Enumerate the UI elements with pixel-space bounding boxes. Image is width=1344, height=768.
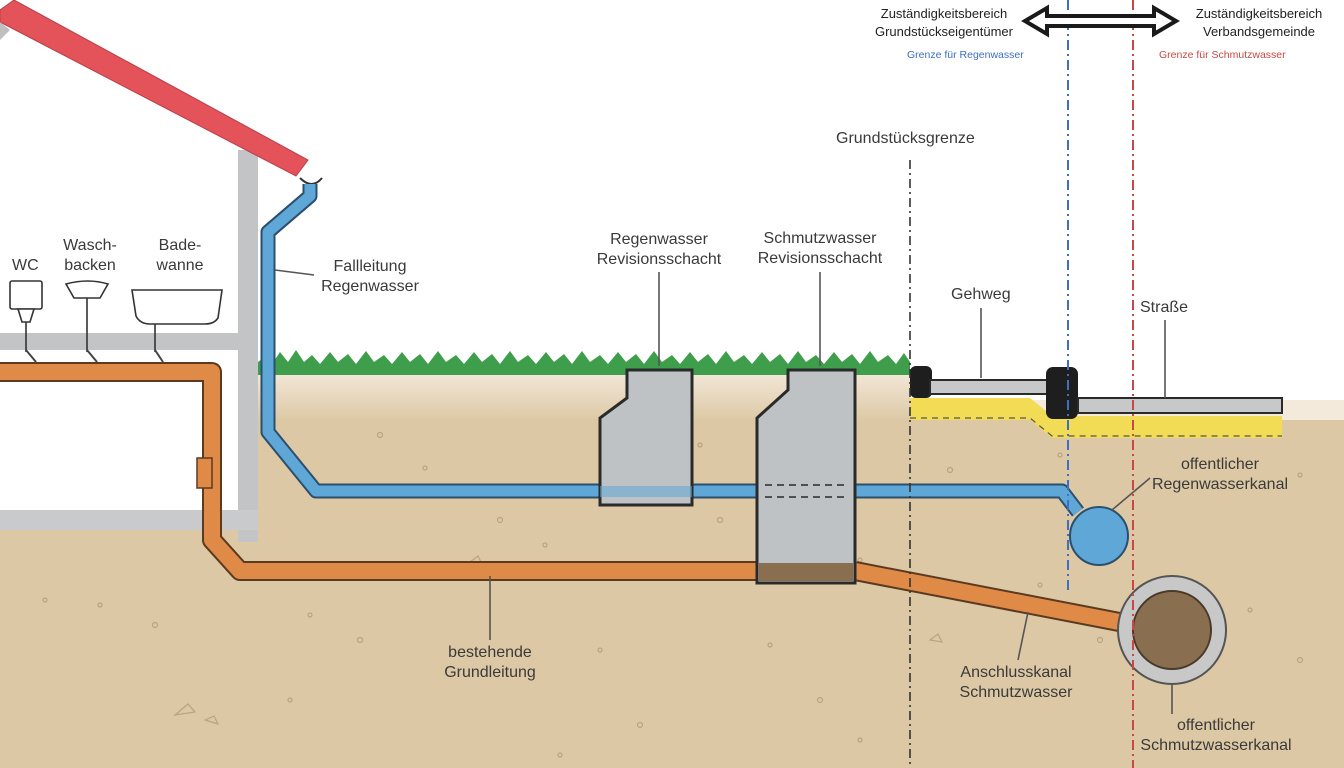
label-gehweg: Gehweg [951, 286, 1011, 303]
label-verband: Zuständigkeitsbereich Verbandsgemeinde [1176, 5, 1342, 41]
label-badewanne-line2: wanne [156, 257, 204, 274]
curb-yellow-base [910, 398, 1282, 438]
rain-shaft-pipe-pass [600, 486, 692, 497]
label-grenze-regen: Grenze für Regenwasser [907, 49, 1024, 61]
label-waschbecken-line1: Wasch- [63, 237, 117, 254]
label-sw-kanal: offentlicher Schmutzwasserkanal [1132, 716, 1300, 756]
label-anschlusskanal-line1: Anschlusskanal [960, 664, 1072, 681]
grass-base [258, 364, 910, 375]
strasse-curb [1046, 367, 1078, 419]
label-badewanne: Bade- wanne [145, 236, 215, 276]
double-arrow-icon [1021, 4, 1180, 38]
waste-revision-shaft [755, 368, 857, 585]
label-rw-kanal: offentlicher Regenwasserkanal [1145, 455, 1295, 495]
label-verband-line2: Verbandsgemeinde [1202, 24, 1316, 39]
label-anschlusskanal-line2: Schmutzwasser [959, 684, 1073, 701]
leader-lines [274, 269, 1173, 714]
label-sw-schacht-line2: Revisionsschacht [757, 250, 883, 267]
label-rw-schacht-line1: Regenwasser [610, 231, 708, 248]
label-waschbecken-line2: backen [64, 257, 116, 274]
yellow-dash [910, 417, 1282, 437]
label-grundstuecksgrenze: Grundstücksgrenze [836, 130, 975, 147]
gehweg-curb-left [910, 366, 932, 398]
label-eigentuemer: Zuständigkeitsbereich Grundstückseigentü… [856, 5, 1032, 41]
house-wall [238, 150, 258, 542]
label-sw-kanal-line2: Schmutzwasserkanal [1140, 737, 1292, 754]
label-sw-schacht-line1: Schmutzwasser [763, 230, 877, 247]
label-rw-kanal-line1: offentlicher [1181, 456, 1259, 473]
label-verband-line1: Zuständigkeitsbereich [1195, 6, 1323, 21]
label-rw-kanal-line2: Regenwasserkanal [1151, 476, 1289, 493]
label-fallleitung-line1: Fallleitung [333, 258, 407, 275]
soil-stones [42, 431, 1304, 758]
strasse-surface [1077, 397, 1283, 414]
waste-pipe [0, 362, 1142, 636]
house-floor-slab [0, 333, 258, 350]
rain-pipe [260, 184, 1084, 517]
roof [0, 0, 309, 177]
pipe-sleeve [196, 457, 213, 489]
label-grundleitung-line1: bestehende [448, 644, 532, 661]
label-sw-kanal-line1: offentlicher [1177, 717, 1255, 734]
label-eigentuemer-line1: Zuständigkeitsbereich [880, 6, 1008, 21]
public-waste-sewer [1132, 590, 1212, 670]
label-strasse: Straße [1140, 299, 1189, 316]
roof-edge [0, 22, 10, 40]
label-anschlusskanal: Anschlusskanal Schmutzwasser [946, 663, 1086, 703]
label-grundleitung-line2: Grundleitung [444, 664, 536, 681]
toilet-icon [9, 280, 43, 352]
label-rw-schacht: Regenwasser Revisionsschacht [584, 230, 734, 270]
sink-icon [64, 280, 110, 352]
house-foundation [0, 510, 258, 530]
bathtub-icon [131, 289, 223, 352]
waste-shaft-sump [759, 563, 853, 581]
label-wc: WC [12, 257, 39, 274]
fixture-drains [25, 349, 164, 363]
label-grenze-schmutz: Grenze für Schmutzwasser [1159, 49, 1286, 61]
gehweg-surface [929, 379, 1051, 395]
label-rw-schacht-line2: Revisionsschacht [596, 251, 722, 268]
label-eigentuemer-line2: Grundstückseigentümer [874, 24, 1013, 39]
label-fallleitung: Fallleitung Regenwasser [306, 257, 434, 297]
label-badewanne-line1: Bade- [158, 237, 202, 254]
gutter [299, 177, 323, 185]
public-rain-sewer [1069, 506, 1129, 566]
rain-revision-shaft [598, 368, 694, 507]
label-fallleitung-line2: Regenwasser [321, 278, 419, 295]
label-grundleitung: bestehende Grundleitung [428, 643, 552, 683]
label-waschbecken: Wasch- backen [55, 236, 125, 276]
label-sw-schacht: Schmutzwasser Revisionsschacht [745, 229, 895, 269]
